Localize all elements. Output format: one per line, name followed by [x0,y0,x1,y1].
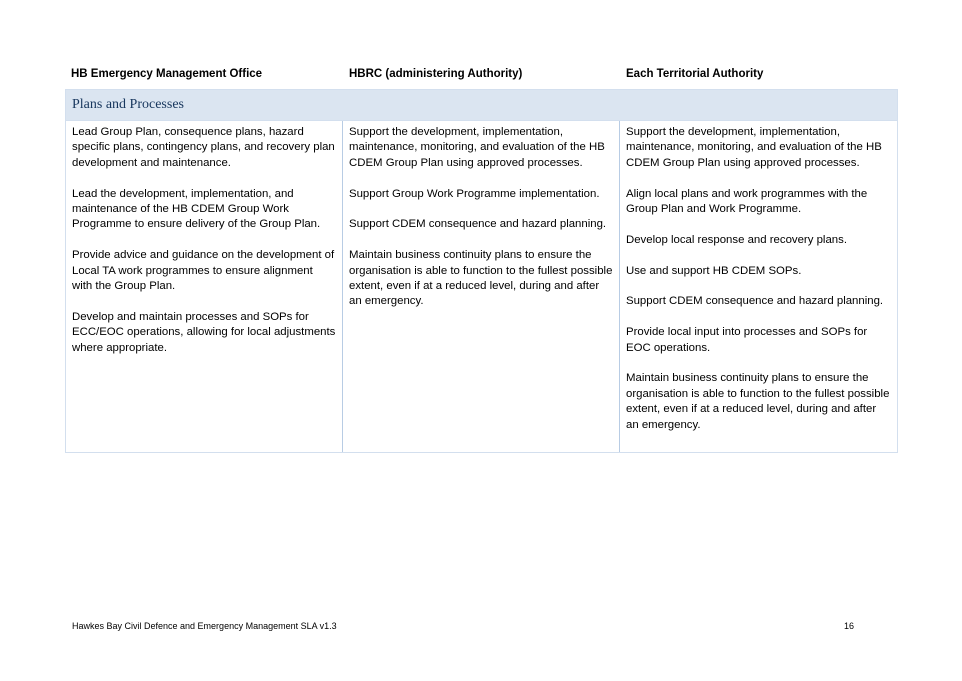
paragraph: Lead the development, implementation, an… [72,187,321,231]
paragraph: Support the development, implementation,… [626,126,882,169]
responsibilities-table: Plans and Processes Lead Group Plan, con… [65,89,898,453]
cell-hbrc: Support the development, implementation,… [343,121,620,452]
paragraph: Support CDEM consequence and hazard plan… [626,295,884,308]
footer-page-number: 16 [844,621,855,631]
paragraph: Support the development, implementation,… [349,126,605,169]
paragraph: Lead Group Plan, consequence plans, haza… [72,126,335,169]
table-header-row: HB Emergency Management Office HBRC (adm… [65,68,898,80]
paragraph: Provide local input into processes and S… [626,326,868,354]
column-header-territorial-authority: Each Territorial Authority [626,68,764,80]
paragraph: Support CDEM consequence and hazard plan… [349,218,607,231]
cell-hb-emo: Lead Group Plan, consequence plans, haza… [66,121,343,452]
paragraph: Use and support HB CDEM SOPs. [626,264,802,277]
paragraph: Support Group Work Programme implementat… [349,187,600,200]
cell-territorial-authority: Support the development, implementation,… [620,121,896,452]
paragraph: Develop and maintain processes and SOPs … [72,310,336,354]
paragraph: Maintain business continuity plans to en… [626,372,890,431]
column-header-hbrc: HBRC (administering Authority) [349,68,523,80]
paragraph: Align local plans and work programmes wi… [626,187,868,216]
paragraph: Develop local response and recovery plan… [626,233,847,246]
paragraph: Provide advice and guidance on the devel… [72,249,335,293]
section-title-row: Plans and Processes [66,90,897,121]
footer-document-title: Hawkes Bay Civil Defence and Emergency M… [72,621,337,631]
paragraph: Maintain business continuity plans to en… [349,249,613,308]
column-header-hb-emo: HB Emergency Management Office [71,68,263,80]
table-row: Lead Group Plan, consequence plans, haza… [66,121,897,452]
